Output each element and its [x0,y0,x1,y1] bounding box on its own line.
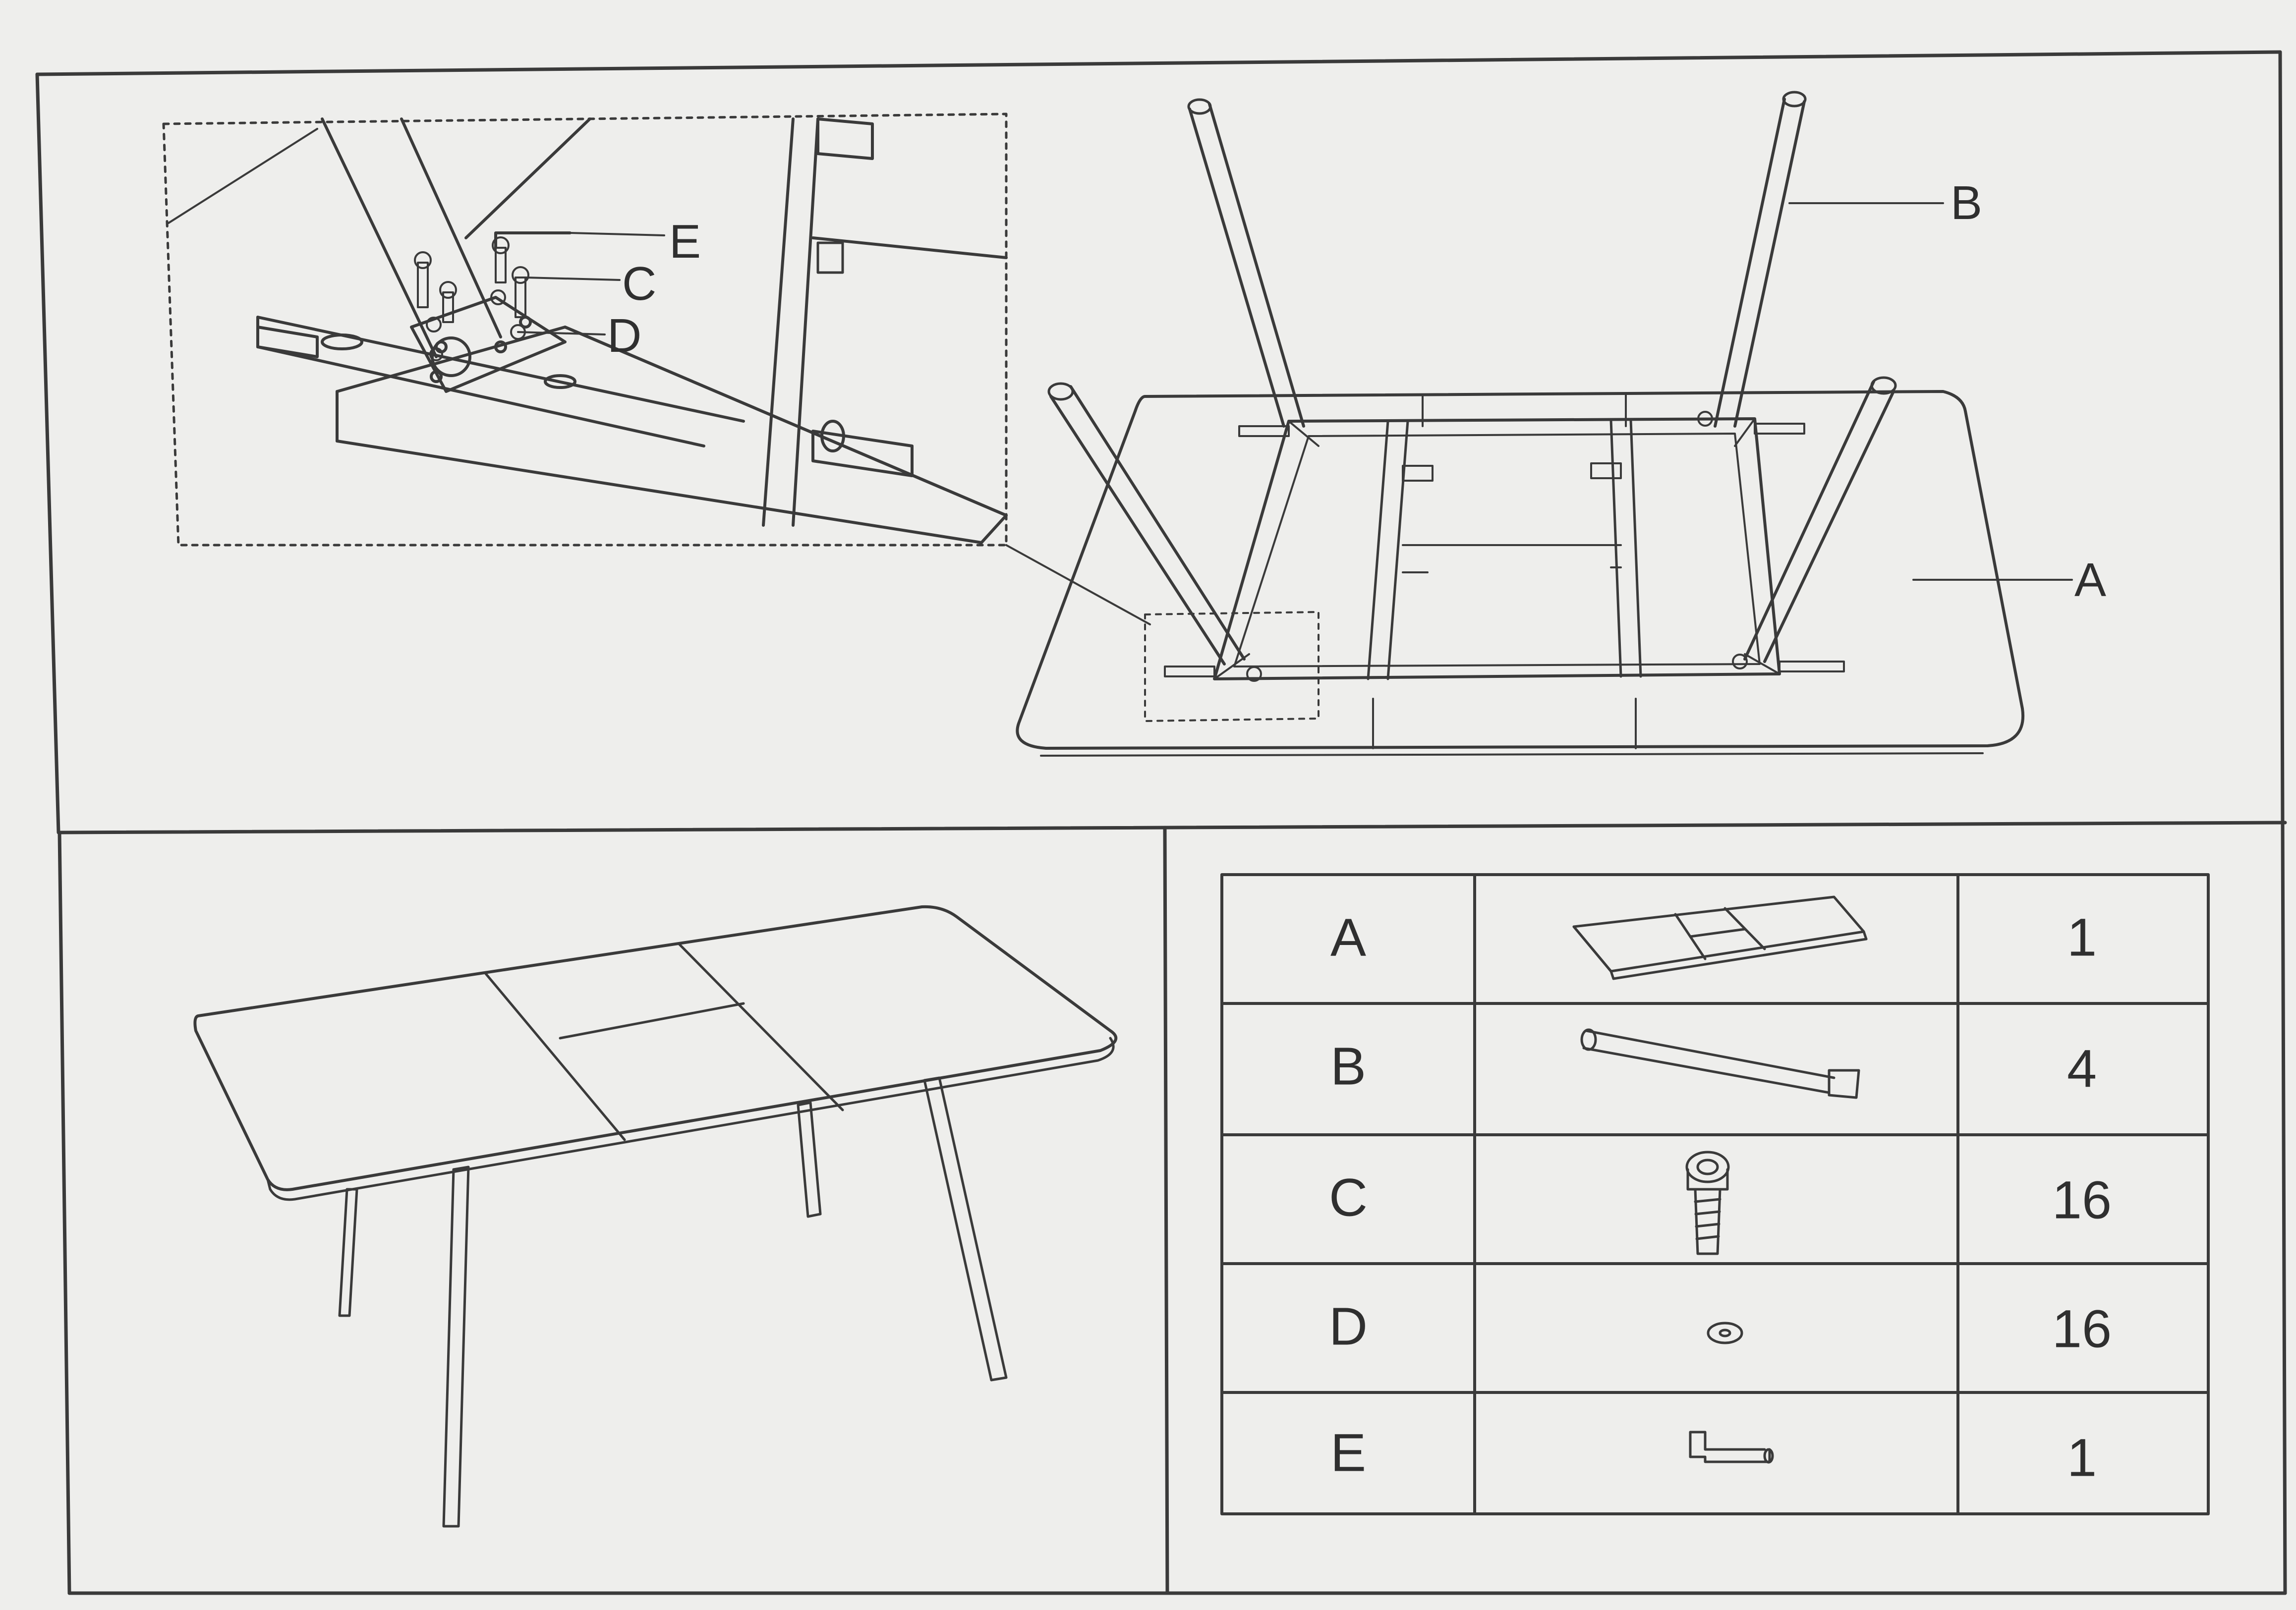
parts-table-quantities: 1 4 16 16 1 [2052,907,2112,1488]
parts-table-letters: A B C D E [1329,907,1368,1483]
row-e-quantity: 1 [2067,1428,2097,1488]
detail-allen-key [494,231,572,249]
assembled-table-view [193,905,1118,1528]
row-b-quantity: 4 [2067,1039,2097,1099]
assembled-legs [338,1076,1008,1528]
inset-leader [1005,544,1151,625]
row-a-letter: A [1330,907,1366,967]
row-d-letter: D [1329,1296,1368,1356]
part-a-illustration [1572,895,1868,980]
assembled-table-top [193,905,1118,1191]
callout-c-detail: C [622,257,656,310]
table-frame [1164,411,1845,682]
row-e-letter: E [1330,1423,1366,1483]
part-d-illustration [1707,1322,1743,1344]
callout-a-main: A [2074,554,2106,607]
part-b-illustration [1580,1028,1860,1099]
row-c-quantity: 16 [2052,1170,2112,1230]
callout-e-detail: E [669,215,701,268]
row-c-letter: C [1329,1167,1368,1227]
row-d-quantity: 16 [2052,1299,2112,1359]
row-b-letter: B [1330,1036,1366,1096]
inset-border [162,112,1008,547]
detail-bolts [414,236,529,323]
parts-table [1220,873,2210,1515]
part-e-illustration [1689,1431,1774,1464]
page-frame [35,50,2287,1595]
callout-b-main: B [1951,176,1982,229]
part-c-illustration [1685,1151,1730,1255]
legs-inverted [1047,91,1897,666]
row-a-quantity: 1 [2067,907,2097,967]
leg-mounting-plate [410,296,567,393]
callout-d-detail: D [607,309,641,362]
inverted-table-view [1016,91,2073,757]
detail-inset [162,112,1151,625]
